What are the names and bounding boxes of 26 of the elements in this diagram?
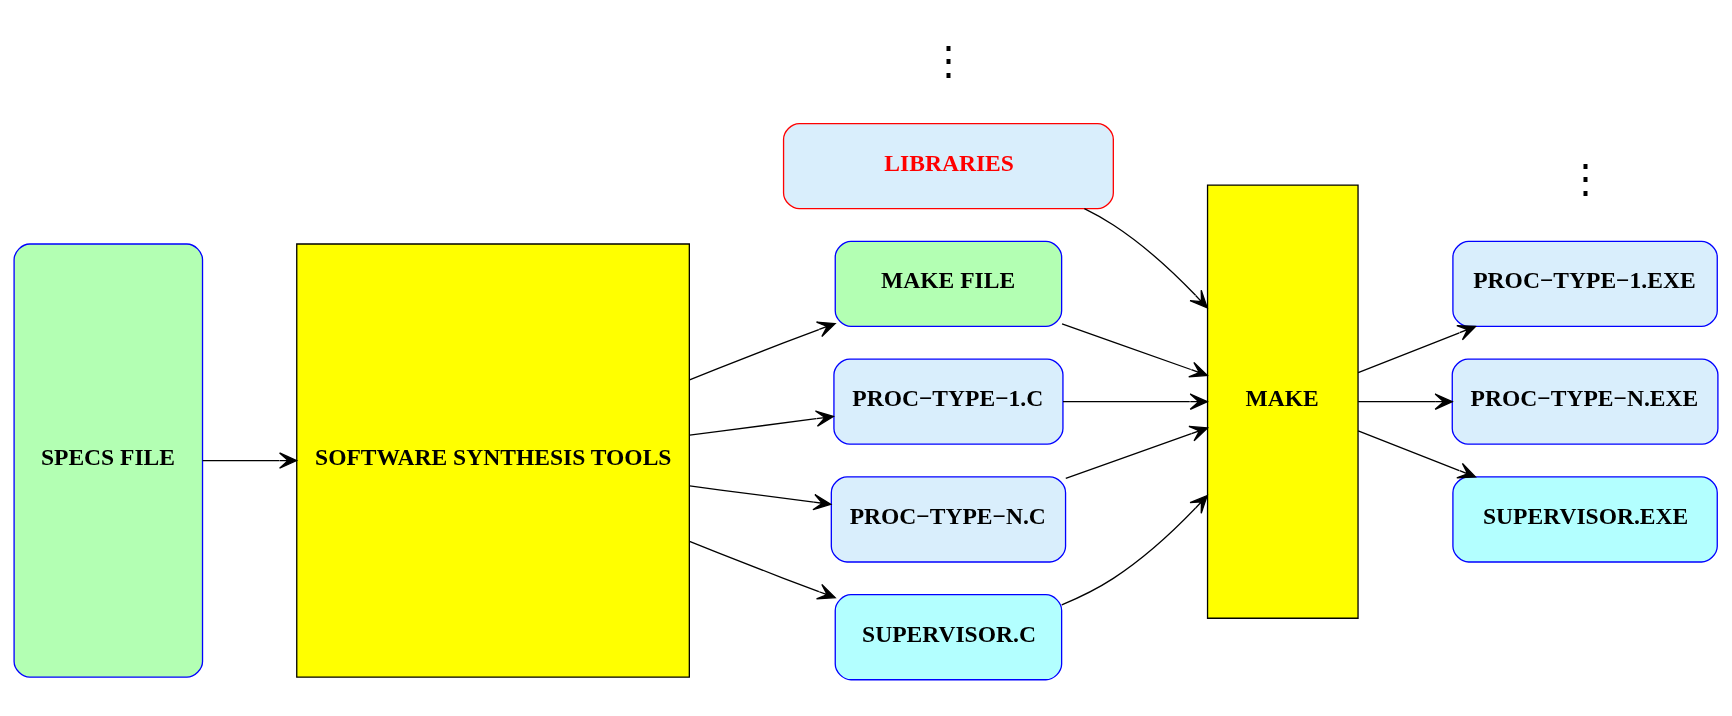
arrow bbox=[1357, 429, 1477, 478]
node-box: MAKE bbox=[1206, 183, 1359, 619]
arrow bbox=[688, 321, 836, 380]
node-box: MAKE FILE bbox=[834, 240, 1063, 327]
arrow bbox=[1061, 322, 1209, 378]
arrow bbox=[1357, 324, 1477, 373]
node-box: PROC−TYPE−1.C bbox=[833, 358, 1064, 445]
arrow bbox=[201, 451, 298, 469]
label: ⋮ bbox=[928, 38, 968, 82]
node-box: PROC−TYPE−N.EXE bbox=[1451, 358, 1719, 445]
label: ⋮ bbox=[1565, 156, 1605, 200]
node-box: SUPERVISOR.EXE bbox=[1452, 475, 1718, 563]
arrow bbox=[1357, 392, 1453, 410]
node-box: PROC−TYPE−N.C bbox=[830, 475, 1067, 563]
arrow bbox=[1065, 425, 1209, 479]
arrow bbox=[1083, 207, 1208, 308]
arrow bbox=[1062, 392, 1208, 410]
node-box: SUPERVISOR.C bbox=[834, 593, 1063, 680]
node-box: SOFTWARE SYNTHESIS TOOLS bbox=[296, 242, 690, 678]
node-box: PROC−TYPE−1.EXE bbox=[1452, 240, 1718, 327]
arrow bbox=[688, 540, 836, 600]
node-box: SPECS FILE bbox=[13, 242, 204, 678]
arrow bbox=[689, 484, 832, 510]
arrow bbox=[1061, 494, 1208, 605]
node-box: LIBRARIES bbox=[782, 122, 1114, 209]
arrow bbox=[689, 409, 834, 436]
